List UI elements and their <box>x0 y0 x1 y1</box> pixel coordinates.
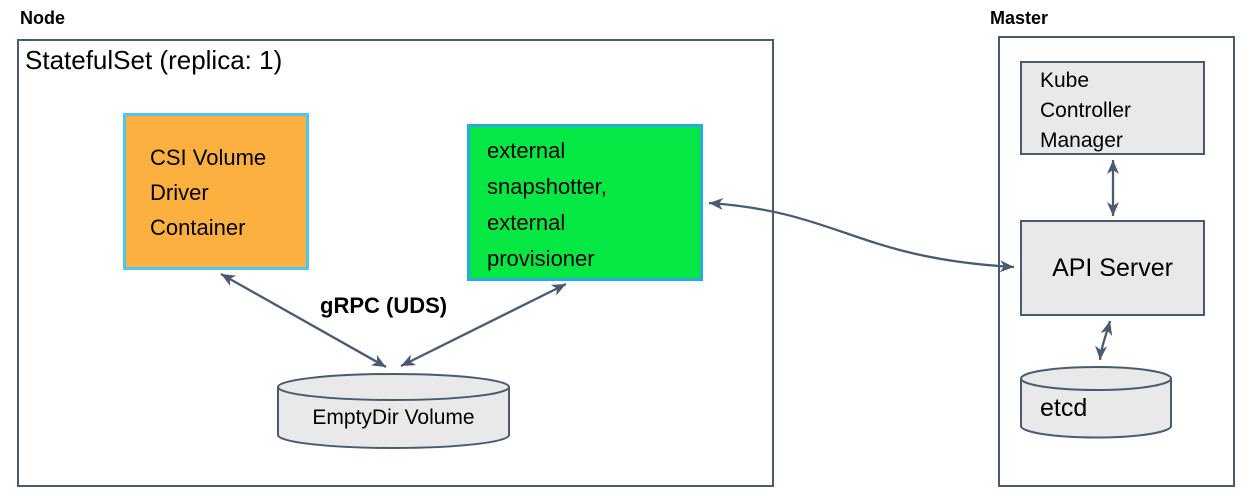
kube-controller-manager-box: Kube Controller Manager <box>1020 61 1205 155</box>
master-section-label: Master <box>990 8 1049 28</box>
arrow-csi-to-emptydir <box>220 272 387 369</box>
csi-volume-driver-box: CSI Volume Driver Container <box>123 113 309 270</box>
kcm-box-line: Manager <box>1040 129 1123 152</box>
api-server-box: API Server <box>1020 220 1205 316</box>
api-server-label: API Server <box>1052 253 1173 282</box>
external-sidecars-box: external snapshotter, external provision… <box>467 124 703 281</box>
sidecar-box-line: snapshotter, <box>487 174 607 199</box>
node-section-label: Node <box>20 8 65 28</box>
emptydir-cylinder-icon <box>277 373 510 449</box>
csi-box-line: Container <box>150 215 246 240</box>
emptydir-volume-label: EmptyDir Volume <box>312 406 475 429</box>
arrow-apiserver-to-etcd <box>1095 320 1113 361</box>
sidecar-box-line: provisioner <box>487 246 595 271</box>
etcd-label: etcd <box>1040 394 1088 422</box>
arrow-sidecars-to-emptydir <box>400 282 567 368</box>
csi-box-line: CSI Volume <box>150 145 267 170</box>
etcd-cylinder-icon <box>1020 366 1172 439</box>
kcm-box-line: Kube <box>1040 69 1090 92</box>
kcm-box-line: Controller <box>1040 99 1132 122</box>
sidecar-box-line: external <box>487 210 566 235</box>
statefulset-title: StatefulSet (replica: 1) <box>25 45 283 75</box>
csi-box-line: Driver <box>150 180 209 205</box>
sidecar-box-line: external <box>487 138 566 163</box>
arrow-sidecars-to-apiserver <box>708 197 1015 273</box>
grpc-uds-label: gRPC (UDS) <box>320 293 448 318</box>
